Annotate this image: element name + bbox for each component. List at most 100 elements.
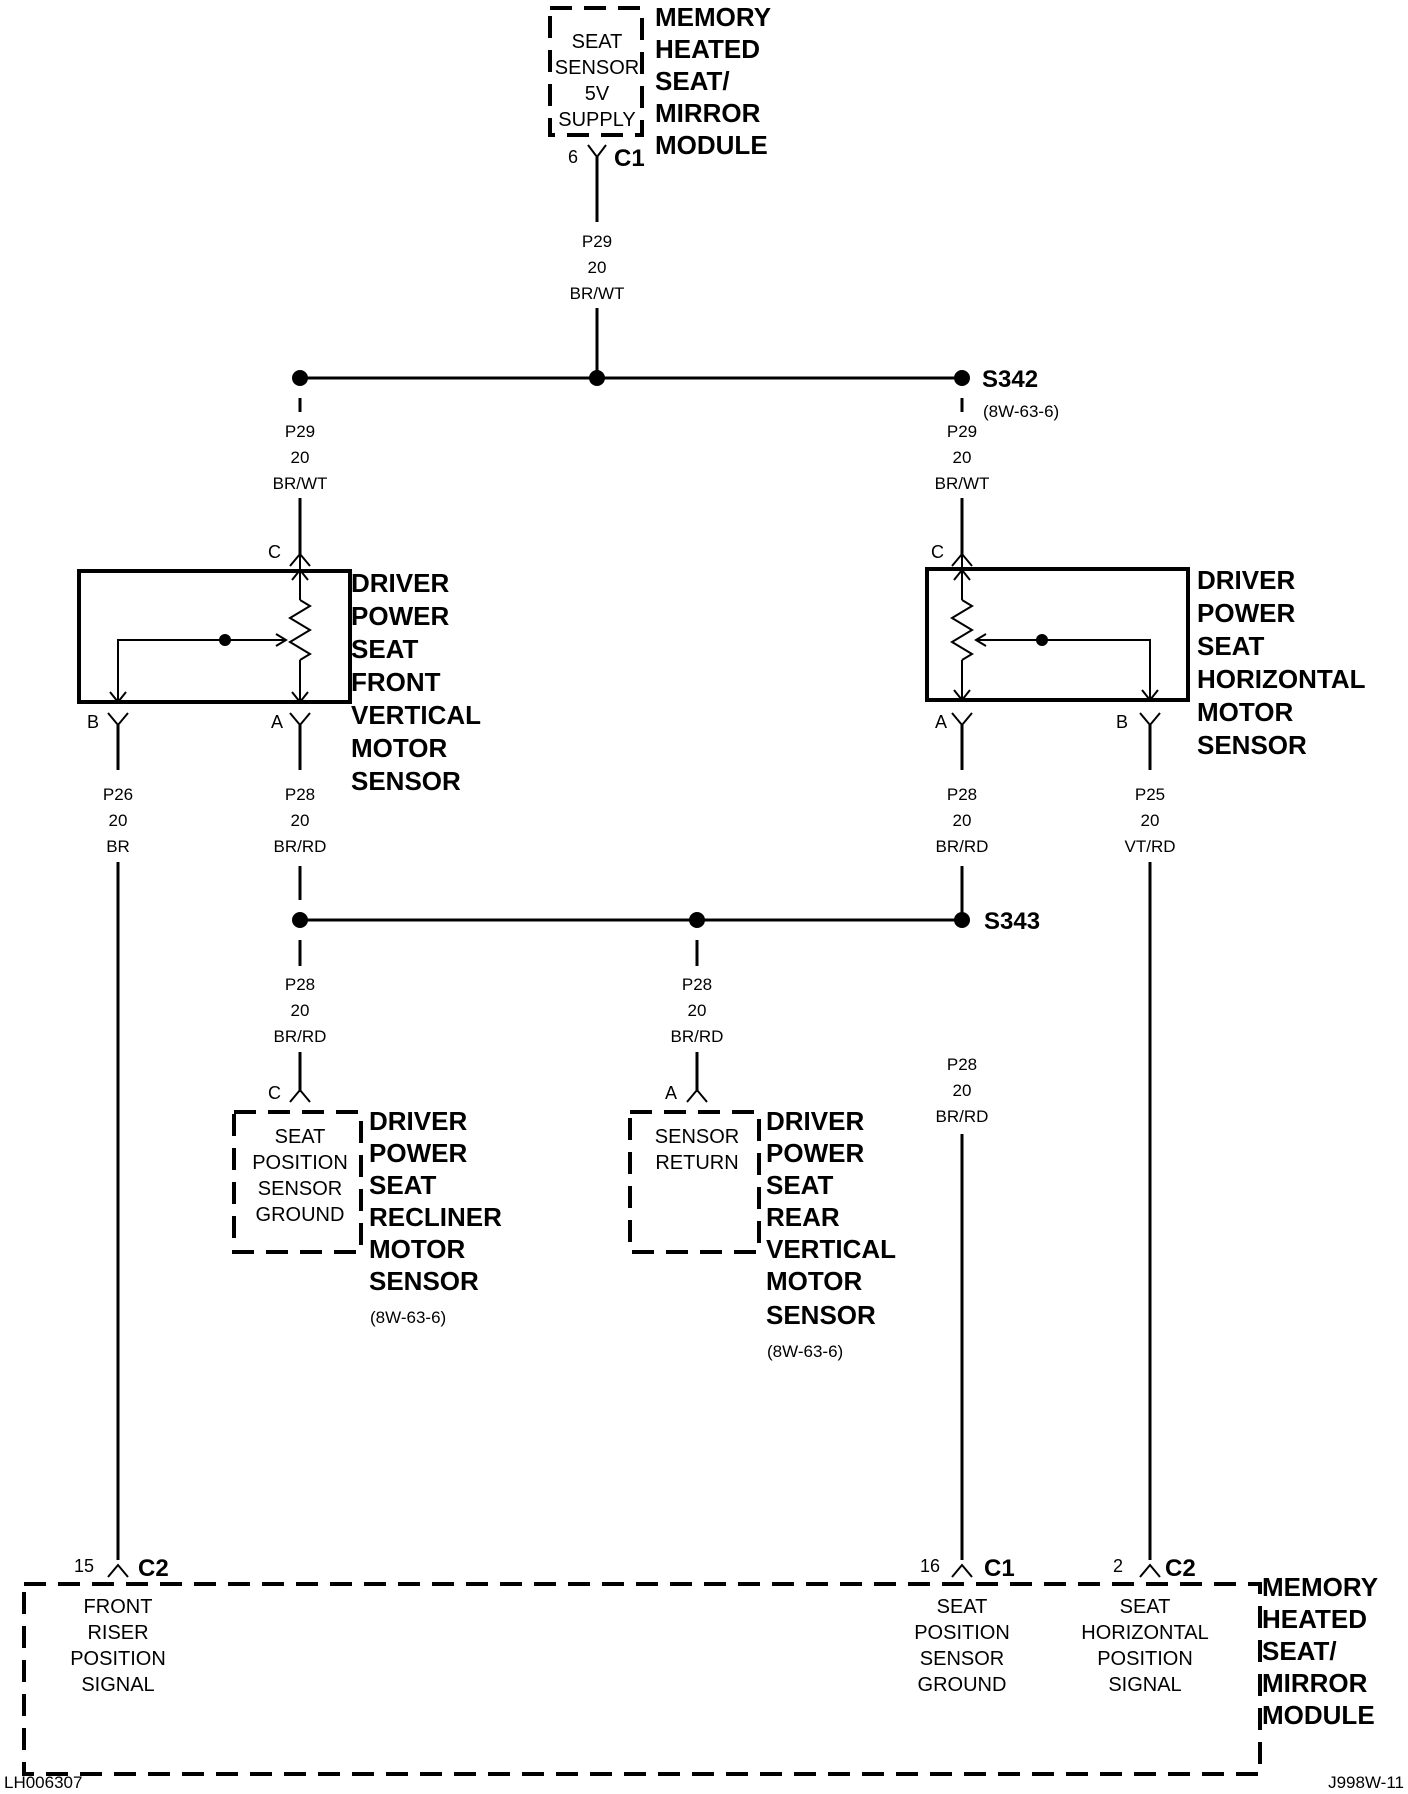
- horizontal-sensor-pin-a: A: [935, 712, 947, 732]
- bottom-conn3-pin: 2: [1113, 1556, 1123, 1576]
- svg-text:SEAT: SEAT: [1197, 631, 1265, 661]
- svg-text:MOTOR: MOTOR: [351, 733, 448, 763]
- svg-text:BR/RD: BR/RD: [671, 1027, 724, 1046]
- rear-sensor-ref: (8W-63-6): [767, 1342, 843, 1361]
- front-sensor-connector-b: [107, 712, 129, 727]
- front-sensor-title: DRIVER POWER SEAT FRONT VERTICAL MOTOR S…: [351, 568, 481, 796]
- svg-text:SIGNAL: SIGNAL: [1108, 1674, 1181, 1696]
- horizontal-sensor-connector-a: [951, 712, 973, 727]
- svg-text:20: 20: [291, 811, 310, 830]
- svg-text:MIRROR: MIRROR: [1262, 1668, 1368, 1698]
- svg-text:SENSOR: SENSOR: [766, 1300, 876, 1330]
- bottom-conn1-symbol: [107, 1563, 129, 1578]
- recliner-sensor-pin: C: [268, 1083, 281, 1103]
- horizontal-sensor-potentiometer: [950, 556, 1159, 702]
- horizontal-sensor-pin-b: B: [1116, 712, 1128, 732]
- svg-text:SEAT: SEAT: [351, 634, 419, 664]
- wire-left-p28-label: P28 20 BR/RD: [274, 785, 327, 856]
- recliner-sensor-inner-label: SEAT POSITION SENSOR GROUND: [252, 1126, 348, 1226]
- front-sensor-pin-a: A: [271, 712, 283, 732]
- svg-text:P25: P25: [1135, 785, 1165, 804]
- wire-right-p29-label: P29 20 BR/WT: [935, 422, 990, 493]
- horizontal-sensor-pin-c: C: [931, 542, 944, 562]
- svg-text:SENSOR: SENSOR: [1197, 730, 1307, 760]
- svg-text:MOTOR: MOTOR: [369, 1234, 466, 1264]
- rear-sensor-connector: [686, 1088, 708, 1103]
- top-module-connector: C1: [614, 145, 645, 172]
- svg-text:POSITION: POSITION: [70, 1648, 166, 1670]
- svg-text:P29: P29: [285, 422, 315, 441]
- svg-text:POSITION: POSITION: [252, 1152, 348, 1174]
- svg-text:MOTOR: MOTOR: [766, 1266, 863, 1296]
- svg-text:P26: P26: [103, 785, 133, 804]
- splice-dot: [589, 370, 605, 386]
- bottom-conn1-label: FRONT RISER POSITION SIGNAL: [70, 1596, 166, 1696]
- svg-text:5V: 5V: [585, 83, 610, 105]
- svg-text:SEAT: SEAT: [275, 1126, 326, 1148]
- svg-text:BR/RD: BR/RD: [936, 837, 989, 856]
- recliner-sensor-title: DRIVER POWER SEAT RECLINER MOTOR SENSOR: [369, 1106, 502, 1296]
- svg-text:POSITION: POSITION: [914, 1622, 1010, 1644]
- svg-text:HORIZONTAL: HORIZONTAL: [1197, 664, 1366, 694]
- top-connector-symbol: [587, 144, 607, 159]
- svg-text:MODULE: MODULE: [655, 130, 768, 160]
- svg-text:POSITION: POSITION: [1097, 1648, 1193, 1670]
- bottom-conn3-label: SEAT HORIZONTAL POSITION SIGNAL: [1081, 1596, 1208, 1696]
- recliner-sensor-ref: (8W-63-6): [370, 1308, 446, 1327]
- svg-text:SENSOR: SENSOR: [258, 1178, 342, 1200]
- bottom-module-box: [22, 1582, 1262, 1776]
- svg-text:DRIVER: DRIVER: [1197, 565, 1295, 595]
- svg-text:P28: P28: [285, 975, 315, 994]
- svg-text:SENSOR: SENSOR: [555, 57, 639, 79]
- svg-text:20: 20: [291, 448, 310, 467]
- splice-dot: [954, 912, 970, 928]
- svg-text:DRIVER: DRIVER: [766, 1106, 864, 1136]
- svg-text:GROUND: GROUND: [256, 1204, 345, 1226]
- bottom-conn2-label: SEAT POSITION SENSOR GROUND: [914, 1596, 1010, 1696]
- svg-text:MEMORY: MEMORY: [1262, 1572, 1378, 1602]
- svg-text:HEATED: HEATED: [1262, 1604, 1367, 1634]
- svg-text:20: 20: [953, 811, 972, 830]
- svg-text:BR/WT: BR/WT: [935, 474, 990, 493]
- svg-text:SUPPLY: SUPPLY: [558, 109, 635, 131]
- svg-text:P28: P28: [682, 975, 712, 994]
- svg-text:RETURN: RETURN: [655, 1152, 738, 1174]
- svg-text:DRIVER: DRIVER: [369, 1106, 467, 1136]
- svg-text:20: 20: [953, 448, 972, 467]
- top-module-inner-label: SEAT SENSOR 5V SUPPLY: [555, 31, 639, 131]
- recliner-sensor-box: [232, 1110, 363, 1254]
- wire-p25-label: P25 20 VT/RD: [1125, 785, 1176, 856]
- svg-text:20: 20: [688, 1001, 707, 1020]
- wire-p26-label: P26 20 BR: [103, 785, 133, 856]
- svg-text:P29: P29: [582, 232, 612, 251]
- wire-top-label: P29 20 BR/WT: [570, 232, 625, 303]
- svg-text:SIGNAL: SIGNAL: [81, 1674, 154, 1696]
- front-sensor-box: [77, 569, 352, 704]
- svg-text:MOTOR: MOTOR: [1197, 697, 1294, 727]
- bottom-conn2-connector: C1: [984, 1555, 1015, 1582]
- bottom-conn3-symbol: [1139, 1563, 1161, 1578]
- splice-s342-label: S342: [982, 366, 1038, 393]
- front-sensor-connector-c: [289, 552, 311, 567]
- svg-text:SEAT: SEAT: [1120, 1596, 1171, 1618]
- horizontal-sensor-title: DRIVER POWER SEAT HORIZONTAL MOTOR SENSO…: [1197, 565, 1366, 760]
- bottom-conn3-connector: C2: [1165, 1555, 1196, 1582]
- svg-text:SEAT: SEAT: [572, 31, 623, 53]
- svg-text:DRIVER: DRIVER: [351, 568, 449, 598]
- recliner-sensor-connector: [289, 1088, 311, 1103]
- svg-text:20: 20: [109, 811, 128, 830]
- footer-right-code: J998W-11: [1328, 1773, 1404, 1792]
- svg-text:FRONT: FRONT: [351, 667, 441, 697]
- splice-dot: [292, 370, 308, 386]
- svg-text:SENSOR: SENSOR: [920, 1648, 1004, 1670]
- svg-text:BR: BR: [106, 837, 130, 856]
- bottom-conn2-pin: 16: [920, 1556, 940, 1576]
- svg-text:VERTICAL: VERTICAL: [351, 700, 481, 730]
- front-sensor-pin-b: B: [87, 712, 99, 732]
- front-sensor-pin-c: C: [268, 542, 281, 562]
- svg-text:POWER: POWER: [369, 1138, 467, 1168]
- svg-text:POWER: POWER: [351, 601, 449, 631]
- svg-text:REAR: REAR: [766, 1202, 840, 1232]
- splice-dot: [954, 370, 970, 386]
